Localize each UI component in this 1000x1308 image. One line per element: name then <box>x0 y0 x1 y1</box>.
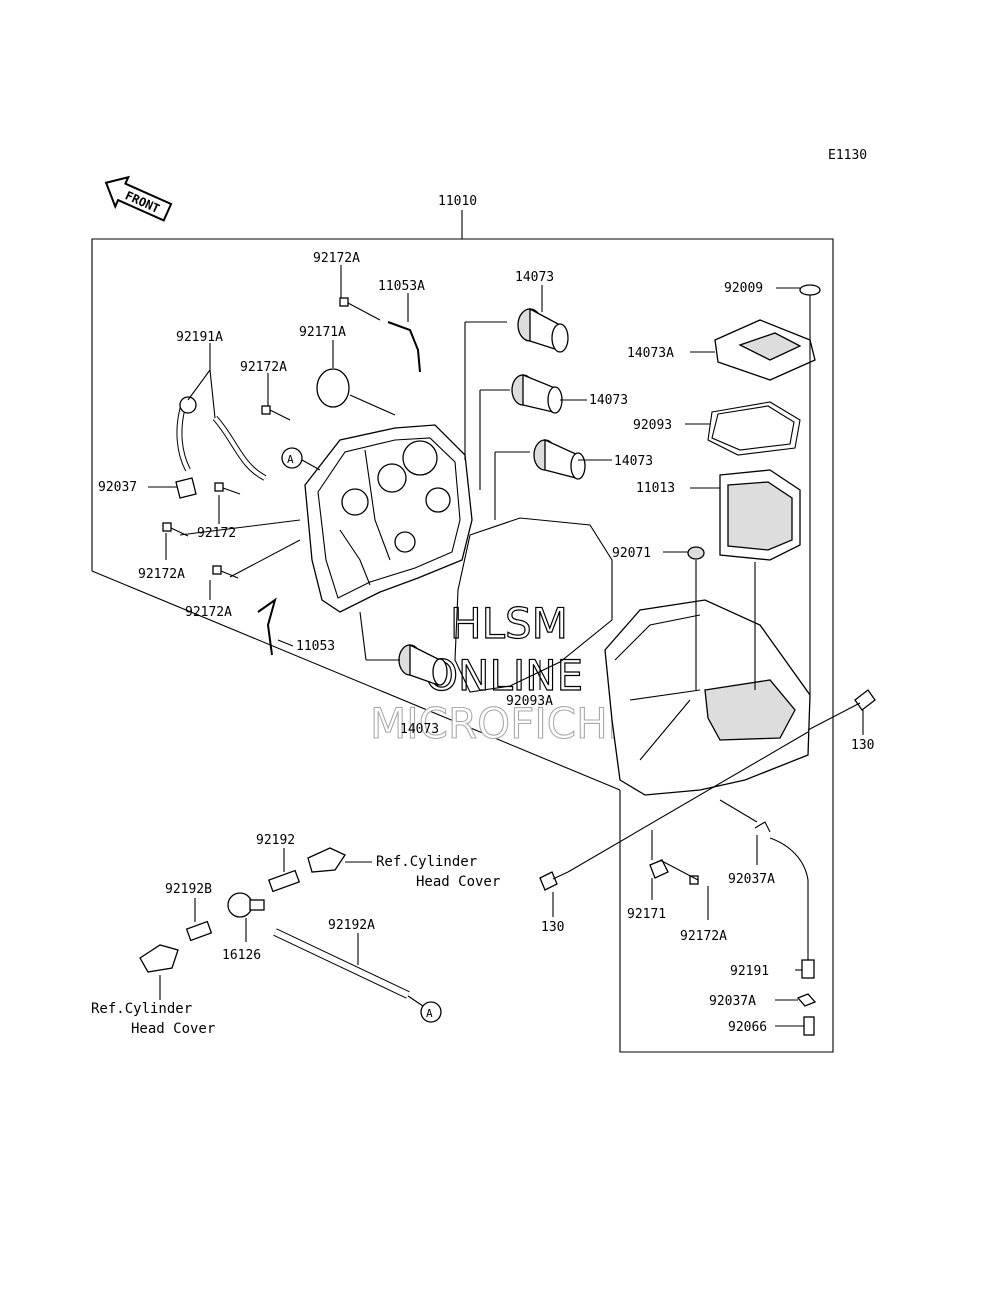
diagram-code: E1130 <box>828 148 867 163</box>
label-92171A: 92171A <box>299 325 346 340</box>
ref-right-line1: Ref.Cylinder <box>376 854 477 870</box>
label-92172A-low: 92172A <box>185 605 232 620</box>
label-92093: 92093 <box>633 418 672 433</box>
label-92066: 92066 <box>728 1020 767 1035</box>
label-11013: 11013 <box>636 481 675 496</box>
watermark-line2: ONLINE <box>425 651 583 700</box>
bolt-130-right <box>807 689 876 731</box>
callout-a-lower: A <box>407 995 442 1023</box>
svg-text:A: A <box>426 1007 433 1020</box>
label-14073-d: 14073 <box>400 722 439 737</box>
bracket-11053A <box>387 321 421 373</box>
assembly-number: 11010 <box>438 194 477 209</box>
watermark-line1: HLSM <box>450 599 568 648</box>
bolt-92172A-br <box>689 875 699 885</box>
bolt-92172A-low <box>212 565 239 579</box>
label-92037: 92037 <box>98 480 137 495</box>
bracket-11053 <box>257 597 277 656</box>
ref-left-line1: Ref.Cylinder <box>91 1001 192 1017</box>
valve-16126 <box>227 892 265 918</box>
label-92037A-a: 92037A <box>728 872 775 887</box>
funnel-14073-b <box>511 374 563 414</box>
ref-right-line2: Head Cover <box>416 874 500 890</box>
label-92192: 92192 <box>256 833 295 848</box>
cap-ref-left <box>139 944 179 973</box>
label-14073-b: 14073 <box>589 393 628 408</box>
label-92192B: 92192B <box>165 882 212 897</box>
gasket-92093 <box>707 401 801 456</box>
label-92171: 92171 <box>627 907 666 922</box>
pipe-92192 <box>267 869 301 893</box>
label-130-right: 130 <box>851 738 874 753</box>
label-92191A: 92191A <box>176 330 223 345</box>
svg-text:A: A <box>287 453 294 466</box>
callout-a-upper: A <box>281 447 321 471</box>
label-14073-c: 14073 <box>614 454 653 469</box>
label-92037A-b: 92037A <box>709 994 756 1009</box>
grommet-92071 <box>687 546 705 560</box>
bolt-92172A-top <box>339 297 381 321</box>
label-92192A: 92192A <box>328 918 375 933</box>
funnel-14073-d <box>398 643 448 686</box>
label-92172A-br: 92172A <box>680 929 727 944</box>
cap-ref-right <box>307 847 346 873</box>
gasket-92093A <box>454 517 613 693</box>
label-130-left: 130 <box>541 920 564 935</box>
upper-housing <box>304 424 473 613</box>
screw-92009 <box>799 284 821 310</box>
label-92009: 92009 <box>724 281 763 296</box>
funnel-14073-c <box>533 438 586 480</box>
cover-14073A <box>714 319 816 381</box>
pipe-92192B <box>185 920 213 942</box>
label-92172A-left: 92172A <box>138 567 185 582</box>
clamp-92171 <box>649 859 669 879</box>
bolt-130-left <box>539 871 569 891</box>
label-92172A-top: 92172A <box>313 251 360 266</box>
label-14073-a: 14073 <box>515 270 554 285</box>
part-labels: 92172A 11053A 92171A 92191A 92172A 92037… <box>98 251 874 1035</box>
element-11013 <box>719 469 801 561</box>
watermark-line3: MICROFICHE <box>370 699 634 748</box>
clip-92037A-a <box>754 821 771 833</box>
cap-92191 <box>801 959 815 979</box>
ref-left-line2: Head Cover <box>131 1021 215 1037</box>
label-16126: 16126 <box>222 948 261 963</box>
label-11053: 11053 <box>296 639 335 654</box>
hose-92192A <box>273 928 410 999</box>
funnel-14073-a <box>517 307 569 353</box>
bolt-92172 <box>214 482 241 495</box>
clip-92037A-b <box>796 993 817 1007</box>
assembly-bracket <box>91 238 834 1053</box>
plug-92066 <box>803 1016 815 1036</box>
clip-92037 <box>175 477 197 499</box>
front-arrow-icon: FRONT <box>104 175 173 222</box>
watermark: HLSM ONLINE MICROFICHE <box>369 598 634 748</box>
label-92093A: 92093A <box>506 694 553 709</box>
hose-92191 <box>769 837 809 965</box>
bolt-92172A-mid <box>261 405 291 421</box>
label-11053A: 11053A <box>378 279 425 294</box>
label-92172: 92172 <box>197 526 236 541</box>
label-92191: 92191 <box>730 964 769 979</box>
ref-notes: Ref.Cylinder Head Cover Ref.Cylinder Hea… <box>91 854 500 1037</box>
label-92071: 92071 <box>612 546 651 561</box>
clamp-92171A <box>316 368 350 408</box>
lower-housing <box>604 599 811 796</box>
label-92172A-mid: 92172A <box>240 360 287 375</box>
label-14073A: 14073A <box>627 346 674 361</box>
leader-lines <box>148 265 864 1027</box>
